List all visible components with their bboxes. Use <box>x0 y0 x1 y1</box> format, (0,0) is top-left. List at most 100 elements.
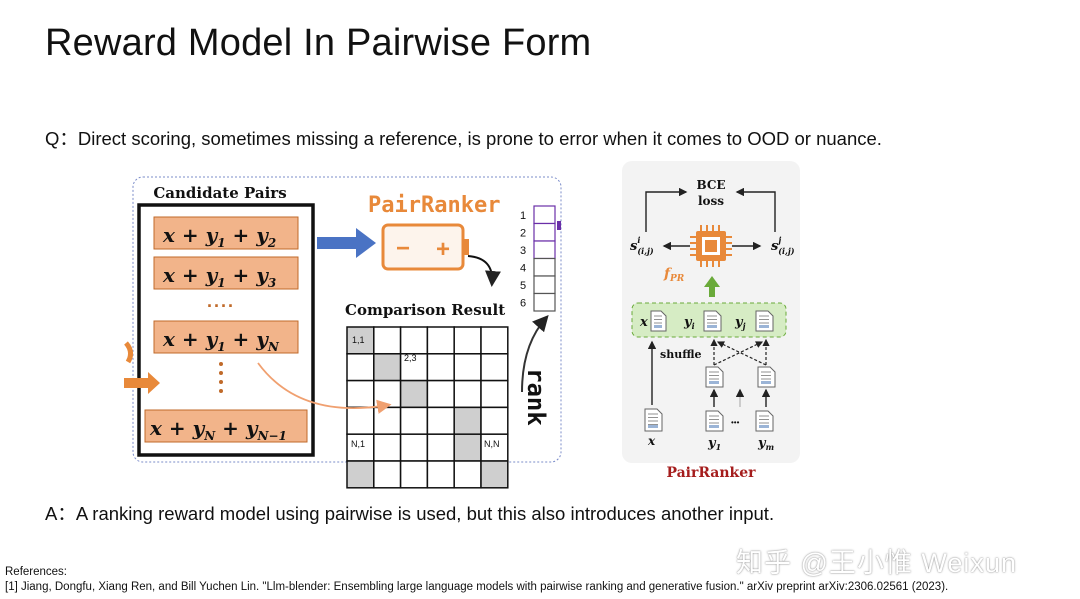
input-x-label: x <box>639 315 648 330</box>
grid-cell <box>426 353 455 382</box>
bottom-x-label: x <box>647 434 656 448</box>
rank-number: 6 <box>520 298 526 310</box>
document-icon <box>705 366 724 388</box>
pair-row-1: x + y1 + y2 <box>153 216 299 250</box>
pair-row-n: x + y1 + yN <box>153 320 299 354</box>
bce-label: BCE <box>696 178 725 192</box>
document-icon <box>644 408 663 432</box>
grid-cell <box>453 433 482 462</box>
grid-cell <box>426 379 455 409</box>
document-icon <box>703 310 722 332</box>
green-up-arrow <box>704 276 720 297</box>
document-icon <box>705 410 724 432</box>
pair-box <box>153 216 299 250</box>
grid-cell <box>453 379 482 409</box>
rank-arrow <box>521 315 549 393</box>
watermark: 知乎 @王小惟 Weixun <box>736 548 1017 578</box>
grid-cell <box>346 379 375 409</box>
rank-number: 3 <box>520 245 526 257</box>
grid-cell <box>426 406 455 435</box>
pair-box <box>153 320 299 354</box>
pair-text: x + y1 + y2 <box>162 223 276 250</box>
vertical-dots <box>219 362 223 393</box>
grid-cell <box>373 326 402 355</box>
svg-text:−: − <box>396 235 410 262</box>
right-to-bce-arrow <box>735 187 776 232</box>
grid-cell <box>426 326 455 355</box>
candidate-box <box>137 203 315 457</box>
rank-cell <box>533 275 556 295</box>
grid-cell <box>373 433 402 462</box>
grid-cell <box>453 406 482 435</box>
grid-cell <box>453 326 482 355</box>
grid-cell <box>426 460 455 489</box>
reference-item: [1] Jiang, Dongfu, Xiang Ren, and Bill Y… <box>5 581 949 593</box>
bottom-ym-label: ym <box>757 436 774 452</box>
grid-cell <box>399 406 429 435</box>
grid-cell <box>373 353 402 382</box>
grid-cell <box>480 326 509 355</box>
blue-arrow <box>317 228 376 258</box>
pair-to-grid-arrow <box>257 362 392 414</box>
rank-marker <box>557 221 561 230</box>
rank-cell <box>533 292 556 312</box>
left-to-bce-arrow <box>645 187 688 232</box>
grid-cell <box>346 353 375 382</box>
grid-cell <box>399 433 429 462</box>
grid-label-23: 2,3 <box>404 353 417 363</box>
pair-text: x + y1 + yN <box>162 327 280 354</box>
grid-cell <box>346 460 375 489</box>
grid-cell <box>480 353 509 382</box>
pair-ellipsis: .... <box>207 291 235 311</box>
grid-label-nn: N,N <box>484 439 500 449</box>
grid-cell <box>426 433 455 462</box>
pair-row-2: x + y1 + y3 <box>153 256 299 290</box>
input-yj-label: yj <box>734 315 746 331</box>
grid-label-11: 1,1 <box>352 335 365 345</box>
rank-cell <box>533 222 556 242</box>
document-icon <box>757 366 776 388</box>
grid-cell <box>346 433 375 462</box>
incoming-orange-arrow <box>124 341 160 394</box>
pair-text: x + yN + yN−1 <box>149 416 287 443</box>
grid-cell <box>399 460 429 489</box>
rank-cell <box>533 205 556 225</box>
slide-title: Reward Model In Pairwise Form <box>45 22 592 64</box>
pair-row-last: x + yN + yN−1 <box>144 409 308 443</box>
right-caption: PairRanker <box>666 465 756 481</box>
grid-cell <box>480 433 509 462</box>
pair-box <box>153 256 299 290</box>
pairranker-label: PairRanker <box>368 193 500 218</box>
left-figure: Candidate Pairs x + y1 + y2 x + y1 + y3 … <box>124 176 562 489</box>
score-left: si(i,j) <box>630 235 654 256</box>
grid-cell <box>399 326 429 355</box>
rank-cell <box>533 257 556 277</box>
pair-text: x + y1 + y3 <box>162 263 276 290</box>
bottom-dots: ••• <box>731 418 740 427</box>
score-right: sj(i,j) <box>771 235 795 256</box>
rank-number: 2 <box>520 228 526 240</box>
grid-cell <box>373 460 402 489</box>
comparison-grid <box>346 326 509 489</box>
chip-icon <box>690 225 732 267</box>
rank-number: 1 <box>520 210 526 222</box>
candidate-title: Candidate Pairs <box>153 184 286 202</box>
document-icons <box>644 310 776 432</box>
grid-cell <box>373 379 402 409</box>
fpr-label: fPR <box>663 266 685 284</box>
grid-cell <box>453 460 482 489</box>
references-heading: References: <box>5 566 68 578</box>
document-icon <box>755 310 774 332</box>
question-text: Q：Direct scoring, sometimes missing a re… <box>45 128 882 149</box>
references: References: [1] Jiang, Dongfu, Xiang Ren… <box>5 565 948 595</box>
grid-cell <box>373 406 402 435</box>
svg-text:+: + <box>436 236 450 263</box>
shuffle-arrows <box>710 338 770 366</box>
right-figure: BCE loss si(i,j) sj(i,j) fPR x <box>622 161 800 481</box>
rank-number: 5 <box>520 280 526 292</box>
rank-cell <box>533 240 556 260</box>
grid-cell <box>480 379 509 409</box>
rank-label: rank <box>522 368 550 426</box>
rank-number: 4 <box>520 263 526 275</box>
battery-to-rank-arrow <box>467 255 501 287</box>
